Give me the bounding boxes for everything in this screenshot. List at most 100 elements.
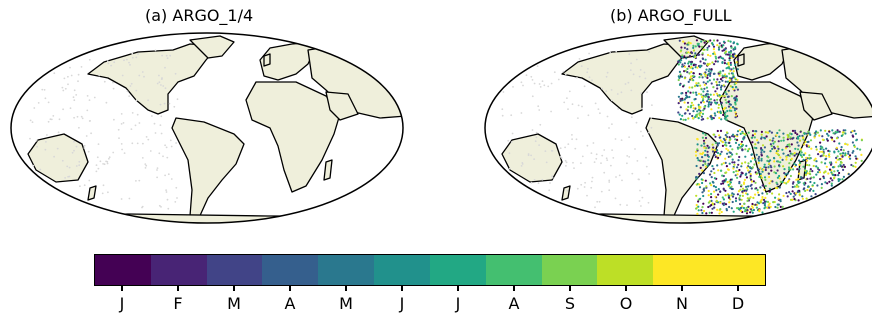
float-point: [527, 153, 530, 155]
float-point: [727, 105, 731, 108]
float-point: [700, 144, 703, 147]
float-point: [169, 54, 172, 57]
float-point: [605, 157, 608, 160]
float-point: [619, 203, 622, 206]
float-point: [727, 95, 730, 98]
float-point: [731, 200, 734, 204]
float-point: [748, 166, 752, 169]
float-point: [744, 210, 747, 213]
float-point: [166, 57, 169, 60]
float-point: [754, 193, 757, 196]
float-point: [734, 46, 737, 49]
float-point: [789, 198, 793, 201]
float-point: [777, 140, 780, 143]
float-point: [707, 103, 710, 106]
float-point: [165, 191, 168, 193]
float-point: [707, 162, 710, 165]
float-point: [831, 179, 834, 182]
float-point: [720, 182, 723, 185]
float-point: [793, 185, 796, 188]
float-point: [112, 81, 114, 84]
float-point: [761, 196, 764, 199]
float-point: [729, 155, 732, 158]
float-point: [795, 178, 798, 181]
float-point: [713, 206, 716, 209]
float-point: [687, 105, 690, 108]
float-point: [805, 156, 808, 159]
float-point: [553, 71, 556, 74]
float-point: [717, 48, 721, 51]
float-point: [804, 173, 808, 176]
float-point: [699, 60, 702, 63]
float-point: [698, 183, 701, 186]
land-arabia: [325, 91, 359, 121]
float-point: [638, 178, 640, 181]
float-point: [106, 60, 109, 63]
float-point: [697, 205, 700, 208]
float-point: [688, 86, 691, 89]
float-point: [801, 134, 804, 137]
float-point: [820, 183, 823, 186]
float-point: [77, 73, 80, 76]
float-point: [696, 138, 699, 141]
float-point: [712, 167, 715, 170]
float-point: [508, 152, 511, 155]
float-point: [645, 156, 647, 159]
float-point: [731, 158, 734, 161]
float-point: [859, 148, 862, 151]
float-point: [586, 144, 589, 147]
float-point: [698, 112, 701, 115]
month-label: O: [619, 294, 633, 313]
float-point: [41, 88, 44, 91]
float-point: [815, 173, 818, 176]
float-point: [795, 183, 798, 187]
float-point: [721, 79, 724, 82]
float-point: [588, 76, 591, 79]
float-point: [795, 185, 798, 188]
float-point: [537, 182, 540, 185]
float-point: [727, 195, 730, 198]
float-point: [729, 50, 733, 53]
float-point: [708, 200, 711, 203]
float-point: [805, 197, 808, 200]
float-point: [164, 174, 167, 177]
float-point: [695, 39, 698, 42]
float-point: [855, 157, 858, 160]
float-point: [638, 200, 641, 202]
float-point: [713, 63, 716, 66]
float-point: [705, 185, 708, 188]
float-point: [690, 51, 694, 55]
land-british-isles: [737, 53, 745, 67]
float-point: [62, 108, 64, 111]
month-label: F: [173, 294, 183, 313]
float-point: [716, 60, 719, 63]
float-point: [816, 166, 819, 169]
float-point: [710, 176, 713, 179]
float-point: [722, 198, 725, 201]
float-point: [701, 112, 705, 115]
float-point: [759, 172, 762, 176]
float-point: [728, 139, 731, 142]
float-point: [710, 203, 713, 207]
float-point: [788, 162, 791, 165]
tick-mark: [177, 286, 179, 291]
float-point: [530, 154, 532, 157]
float-point: [768, 190, 771, 193]
float-point: [833, 140, 836, 143]
float-point: [79, 185, 81, 188]
float-point: [531, 95, 534, 98]
float-point: [744, 192, 748, 195]
float-point: [704, 74, 708, 77]
float-point: [806, 163, 809, 167]
float-point: [113, 61, 116, 64]
float-point: [692, 44, 695, 47]
float-point: [78, 164, 81, 167]
float-point: [549, 182, 551, 184]
float-point: [700, 73, 703, 76]
float-point: [520, 165, 523, 167]
float-point: [531, 129, 534, 131]
float-point: [741, 187, 745, 190]
float-point: [690, 101, 693, 104]
float-point: [706, 153, 709, 156]
float-point: [728, 53, 731, 56]
